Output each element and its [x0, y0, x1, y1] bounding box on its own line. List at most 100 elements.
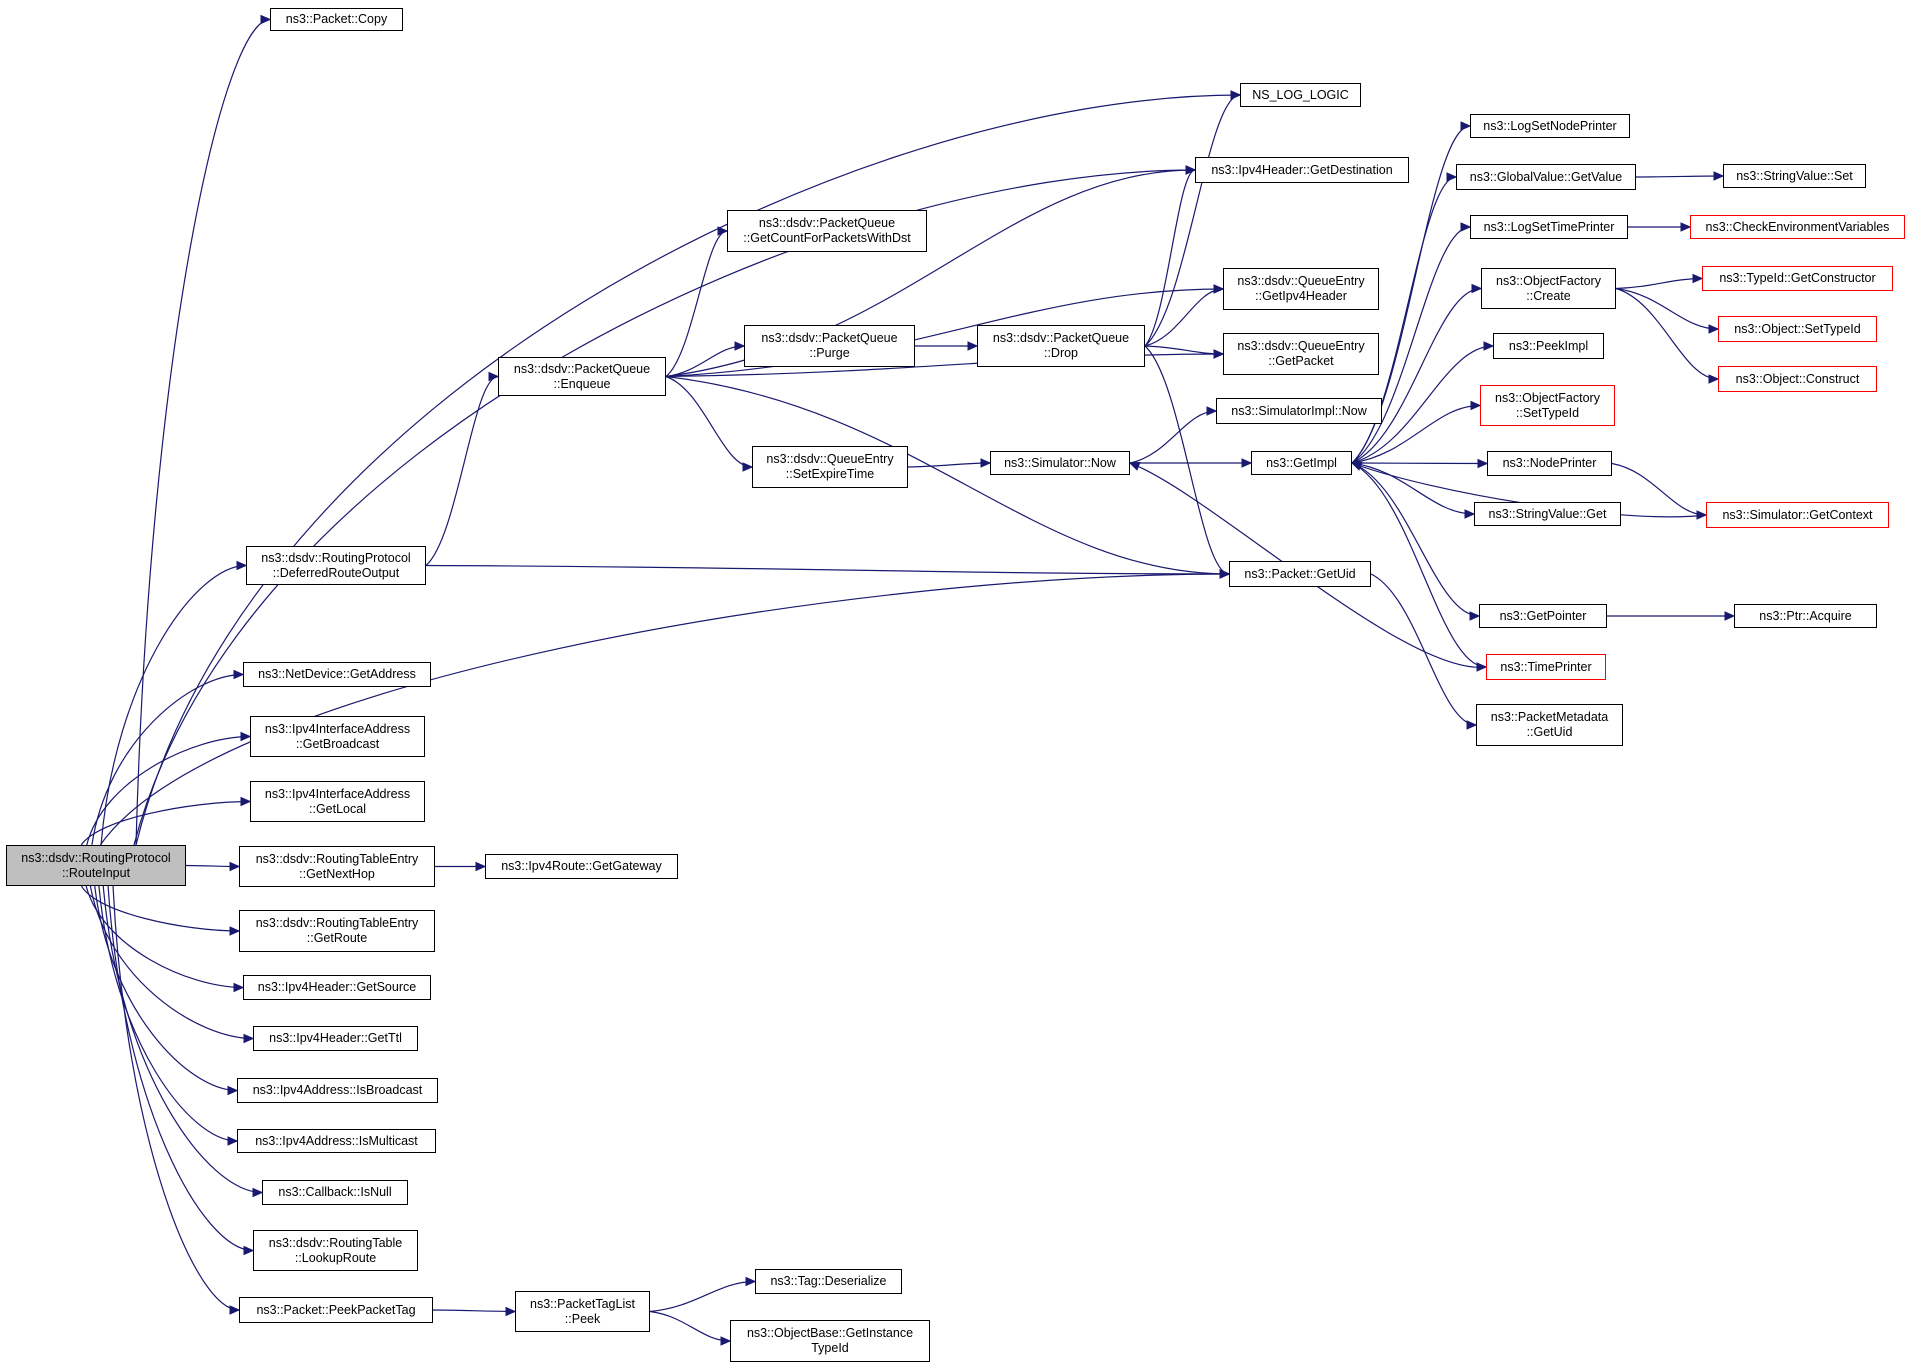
edge-arrowhead	[1692, 273, 1704, 284]
edge-of-create-to-construct	[1615, 287, 1719, 380]
graph-node-root[interactable]: ns3::dsdv::RoutingProtocol::RouteInput	[6, 845, 186, 886]
edge-arrowhead	[1466, 720, 1478, 730]
graph-node-deserialize[interactable]: ns3::Tag::Deserialize	[755, 1269, 902, 1294]
graph-node-getnexthop[interactable]: ns3::dsdv::RoutingTableEntry::GetNextHop	[239, 846, 435, 887]
edge-arrowhead	[720, 1336, 732, 1346]
graph-node-of-create[interactable]: ns3::ObjectFactory::Create	[1481, 268, 1616, 309]
edge-arrowhead	[227, 1085, 239, 1096]
graph-node-logsettime[interactable]: ns3::LogSetTimePrinter	[1470, 215, 1628, 239]
graph-node-getimpl[interactable]: ns3::GetImpl	[1251, 451, 1352, 475]
graph-node-sv-get[interactable]: ns3::StringValue::Get	[1474, 502, 1621, 526]
graph-node-copy[interactable]: ns3::Packet::Copy	[270, 8, 403, 31]
graph-node-logsetnode[interactable]: ns3::LogSetNodePrinter	[1470, 114, 1630, 138]
edge-arrowhead	[745, 1276, 757, 1287]
edge-getimpl-to-nodeprinter	[1351, 462, 1488, 465]
graph-node-getbroadcast[interactable]: ns3::Ipv4InterfaceAddress::GetBroadcast	[250, 716, 425, 757]
graph-node-label: ns3::dsdv::QueueEntry	[1237, 339, 1365, 353]
graph-node-ptracquire[interactable]: ns3::Ptr::Acquire	[1734, 604, 1877, 628]
graph-node-label: ns3::TimePrinter	[1500, 659, 1592, 674]
graph-node-label: ns3::dsdv::RoutingTableEntry	[255, 851, 419, 866]
graph-node-label: ns3::Simulator::GetContext	[1722, 507, 1873, 522]
graph-node-purge[interactable]: ns3::dsdv::PacketQueue::Purge	[744, 325, 915, 367]
edge-root-to-ismulticast	[98, 885, 238, 1142]
edge-getimpl-to-of-settypeid	[1351, 404, 1481, 464]
graph-node-simnow[interactable]: ns3::Simulator::Now	[990, 451, 1130, 475]
graph-node-checkenv[interactable]: ns3::CheckEnvironmentVariables	[1690, 215, 1905, 239]
edge-arrowhead	[734, 341, 746, 351]
edge-drop-to-nslog	[1144, 94, 1241, 347]
graph-node-label: ns3::LogSetTimePrinter	[1483, 219, 1615, 234]
graph-node-qe-getipv4[interactable]: ns3::dsdv::QueueEntry::GetIpv4Header	[1223, 268, 1379, 310]
graph-node-getsource[interactable]: ns3::Ipv4Header::GetSource	[243, 975, 431, 1000]
graph-node-of-settypeid[interactable]: ns3::ObjectFactory::SetTypeId	[1480, 385, 1615, 426]
edge-root-to-getuid	[99, 573, 1230, 846]
graph-node-label: ns3::ObjectFactory	[1495, 390, 1600, 405]
graph-node-ismulticast[interactable]: ns3::Ipv4Address::IsMulticast	[237, 1129, 436, 1153]
graph-node-isbroadcast[interactable]: ns3::Ipv4Address::IsBroadcast	[237, 1078, 438, 1103]
graph-node-label: ns3::Ipv4Header::GetSource	[257, 980, 417, 994]
edge-getuid-to-pm-getuid	[1370, 573, 1477, 726]
graph-node-construct[interactable]: ns3::Object::Construct	[1718, 366, 1877, 392]
edge-of-create-to-settypeid	[1615, 287, 1719, 330]
graph-node-qe-getpacket[interactable]: ns3::dsdv::QueueEntry::GetPacket	[1223, 333, 1379, 375]
graph-node-getconstructor[interactable]: ns3::TypeId::GetConstructor	[1702, 266, 1893, 291]
graph-node-label: ::Purge	[809, 346, 850, 360]
edge-enqueue-to-qe-getipv4	[665, 288, 1224, 378]
graph-node-label: ns3::PeekImpl	[1508, 338, 1589, 353]
edge-drop-to-qe-getpacket	[1144, 345, 1224, 355]
edge-arrowhead	[1708, 374, 1720, 384]
graph-node-timeprinter[interactable]: ns3::TimePrinter	[1486, 654, 1606, 680]
edge-nodeprinter-to-getcontext	[1611, 462, 1707, 516]
graph-node-label: ns3::PacketMetadata	[1490, 710, 1609, 724]
graph-node-sv-set[interactable]: ns3::StringValue::Set	[1723, 164, 1866, 188]
edge-root-to-copy	[135, 18, 271, 846]
graph-node-getpointer[interactable]: ns3::GetPointer	[1479, 604, 1607, 628]
edge-root-to-nd-getaddress	[91, 673, 244, 846]
edge-root-to-peekpackettag	[112, 885, 240, 1311]
graph-node-label: ns3::dsdv::RoutingTable	[268, 1235, 403, 1250]
graph-node-nd-getaddress[interactable]: ns3::NetDevice::GetAddress	[243, 662, 431, 687]
graph-node-getcount[interactable]: ns3::dsdv::PacketQueue::GetCountForPacke…	[727, 210, 927, 252]
graph-node-getttl[interactable]: ns3::Ipv4Header::GetTtl	[253, 1026, 418, 1051]
graph-node-lookuproute[interactable]: ns3::dsdv::RoutingTable::LookupRoute	[253, 1230, 418, 1271]
edge-arrowhead	[1213, 284, 1225, 294]
graph-node-label: ns3::Packet::PeekPacketTag	[256, 1302, 416, 1317]
edge-arrowhead	[488, 371, 500, 382]
graph-node-simimplnow[interactable]: ns3::SimulatorImpl::Now	[1216, 398, 1382, 424]
graph-node-enqueue[interactable]: ns3::dsdv::PacketQueue::Enqueue	[498, 357, 666, 396]
edge-arrowhead	[505, 1306, 517, 1317]
edge-deferred-to-getuid	[425, 564, 1230, 575]
graph-node-getlocal[interactable]: ns3::Ipv4InterfaceAddress::GetLocal	[250, 781, 425, 822]
graph-node-getroute[interactable]: ns3::dsdv::RoutingTableEntry::GetRoute	[239, 910, 435, 952]
graph-node-getdest[interactable]: ns3::Ipv4Header::GetDestination	[1195, 157, 1409, 183]
edge-arrowhead	[233, 669, 245, 680]
edge-arrowhead	[1241, 458, 1253, 468]
graph-node-deferred[interactable]: ns3::dsdv::RoutingProtocol::DeferredRout…	[246, 546, 426, 585]
graph-node-drop[interactable]: ns3::dsdv::PacketQueue::Drop	[977, 325, 1145, 367]
edge-root-to-deferred	[100, 564, 247, 846]
graph-node-settypeid[interactable]: ns3::Object::SetTypeId	[1718, 316, 1877, 342]
edge-drop-to-getuid	[1144, 345, 1230, 575]
edge-arrowhead	[229, 861, 241, 872]
graph-node-getcontext[interactable]: ns3::Simulator::GetContext	[1706, 502, 1889, 528]
graph-node-nodeprinter[interactable]: ns3::NodePrinter	[1487, 451, 1612, 476]
edge-enqueue-to-getuid	[665, 375, 1230, 575]
graph-node-getuid[interactable]: ns3::Packet::GetUid	[1229, 561, 1371, 587]
graph-node-setexpire[interactable]: ns3::dsdv::QueueEntry::SetExpireTime	[752, 446, 908, 488]
graph-node-label: ::SetExpireTime	[785, 467, 875, 481]
edge-arrowhead	[236, 560, 248, 571]
graph-node-label: ns3::dsdv::PacketQueue	[992, 331, 1130, 345]
graph-node-peekimpl[interactable]: ns3::PeekImpl	[1493, 333, 1604, 359]
graph-node-isnull[interactable]: ns3::Callback::IsNull	[262, 1180, 408, 1205]
graph-node-nslog[interactable]: NS_LOG_LOGIC	[1240, 83, 1361, 107]
graph-node-pm-getuid[interactable]: ns3::PacketMetadata::GetUid	[1476, 704, 1623, 746]
graph-node-getgateway[interactable]: ns3::Ipv4Route::GetGateway	[485, 854, 678, 879]
graph-node-gv-getvalue[interactable]: ns3::GlobalValue::GetValue	[1456, 164, 1636, 190]
edge-arrowhead	[1230, 90, 1242, 100]
edge-arrowhead	[229, 926, 241, 936]
graph-node-ptl-peek[interactable]: ns3::PacketTagList::Peek	[515, 1291, 650, 1332]
graph-node-peekpackettag[interactable]: ns3::Packet::PeekPacketTag	[239, 1297, 433, 1323]
edge-arrowhead	[243, 1245, 255, 1256]
